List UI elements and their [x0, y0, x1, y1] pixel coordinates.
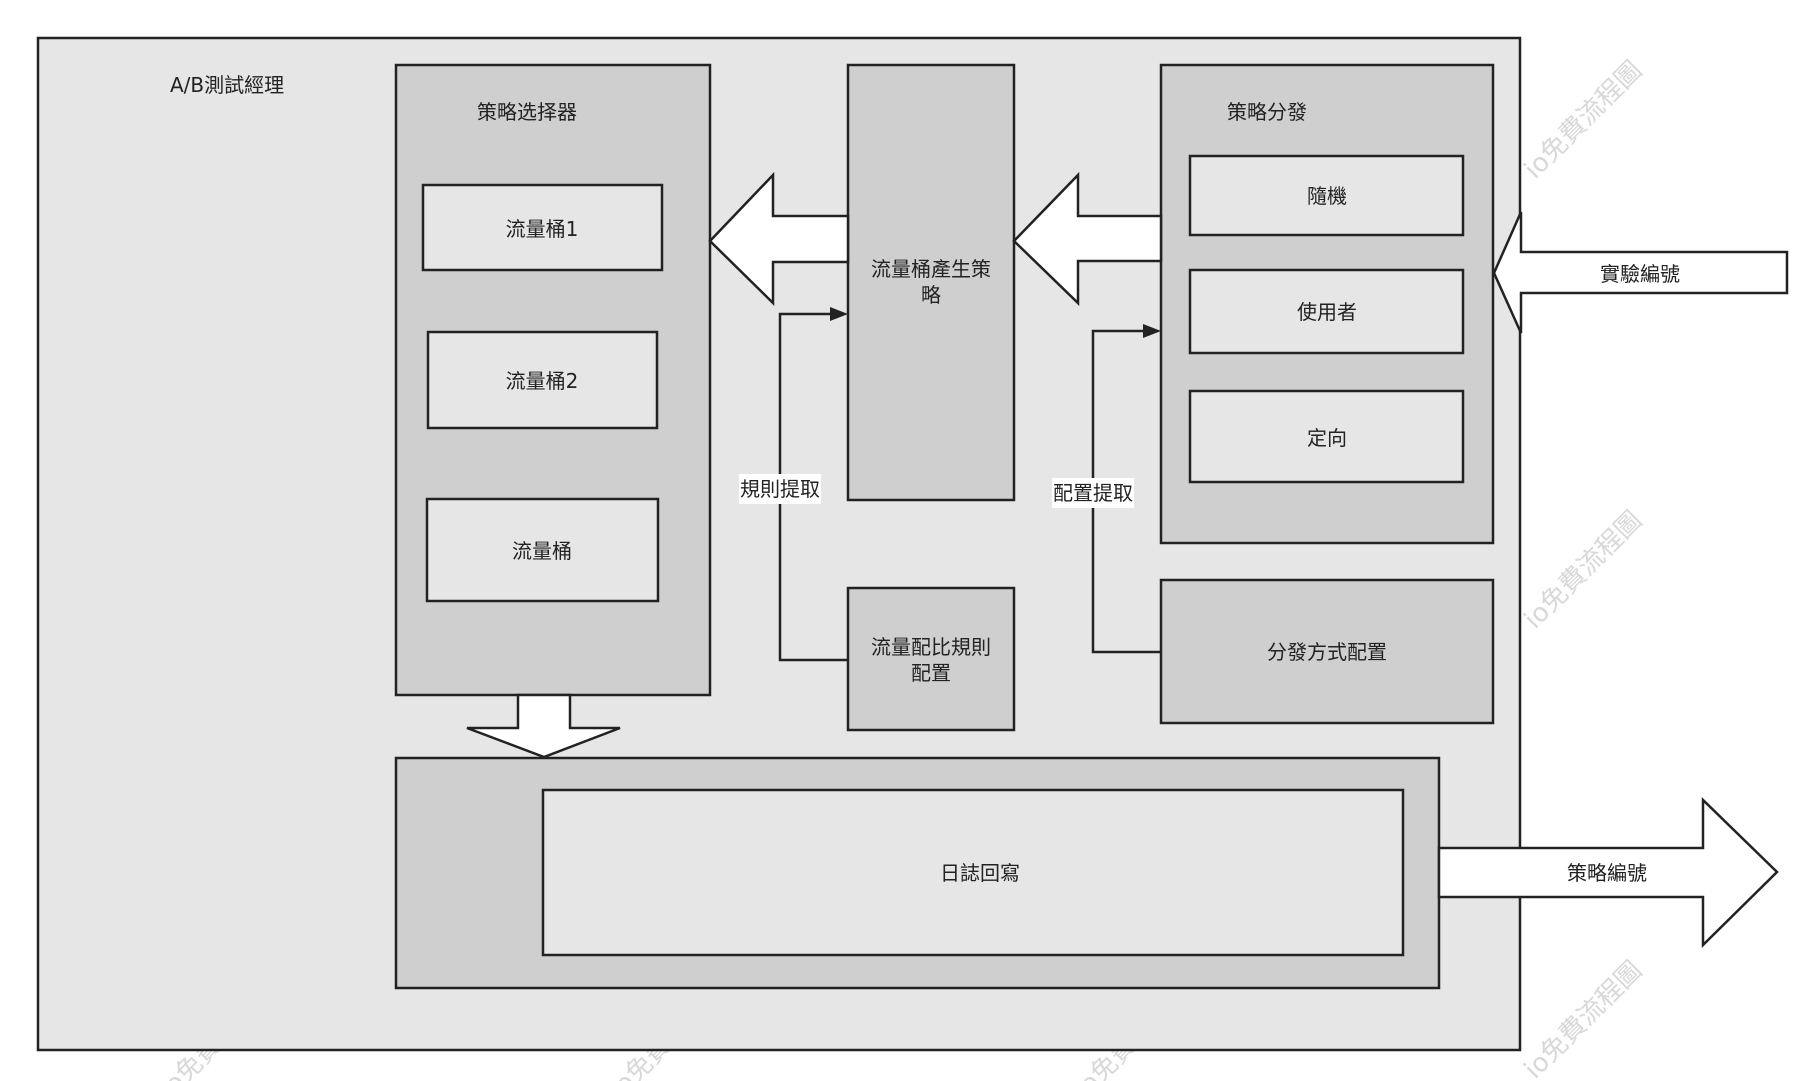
- watermark: io免費流程圖: [1519, 505, 1649, 635]
- connector-rule-fetch-arrowhead: [830, 307, 848, 321]
- log-writeback-label: 日誌回寫: [940, 861, 1020, 885]
- dispatch-option-label-user: 使用者: [1297, 300, 1357, 324]
- dispatch-method-config-label: 分發方式配置: [1267, 640, 1387, 664]
- bucket-generator-panel: [846, 63, 1016, 502]
- log-writeback-box: [541, 788, 1405, 957]
- output-arrow-label: 策略編號: [1567, 861, 1647, 885]
- arrow-dispatch-to-generator: [1012, 171, 1163, 306]
- bucket-generator-label-line2: 略: [921, 283, 941, 307]
- bucket-box-1: [421, 183, 664, 272]
- arrow-selector-to-log: [466, 693, 621, 759]
- bucket-label-3: 流量桶: [512, 539, 572, 563]
- rule-fetch-label-bg: [739, 474, 821, 504]
- connector-config-fetch-arrowhead: [1143, 324, 1161, 338]
- bucket-box-3: [425, 497, 660, 603]
- ratio-rule-config-line1: 流量配比規則: [871, 635, 991, 659]
- arrow-generator-to-selector: [708, 171, 850, 306]
- dispatch-option-label-random: 隨機: [1307, 184, 1347, 208]
- strategy-selector-title: 策略选择器: [477, 100, 577, 124]
- bucket-box-2: [426, 330, 659, 430]
- dispatch-option-user: [1188, 268, 1465, 355]
- input-arrow: [1492, 211, 1789, 334]
- bucket-generator-label-line1: 流量桶產生策: [871, 257, 991, 281]
- watermark: io免費流程圖: [1519, 55, 1649, 184]
- input-arrow-label: 實驗編號: [1600, 262, 1680, 286]
- dispatch-method-config-box: [1159, 578, 1495, 725]
- ratio-rule-config-line2: 配置: [911, 661, 951, 685]
- output-arrow: [1437, 797, 1779, 948]
- container-title: A/B測試經理: [170, 73, 284, 97]
- rule-fetch-label: 規則提取: [740, 477, 820, 501]
- strategy-dispatch-title: 策略分發: [1227, 100, 1307, 124]
- bucket-label-1: 流量桶1: [506, 217, 579, 241]
- watermark: io免費流程圖: [1519, 955, 1649, 1081]
- config-fetch-label: 配置提取: [1053, 481, 1133, 505]
- dispatch-option-label-targeted: 定向: [1307, 426, 1347, 450]
- ratio-rule-config-box: [846, 586, 1016, 732]
- dispatch-option-targeted: [1188, 389, 1465, 484]
- config-fetch-label-bg: [1052, 478, 1134, 508]
- bucket-label-2: 流量桶2: [506, 369, 579, 393]
- dispatch-option-random: [1188, 154, 1465, 237]
